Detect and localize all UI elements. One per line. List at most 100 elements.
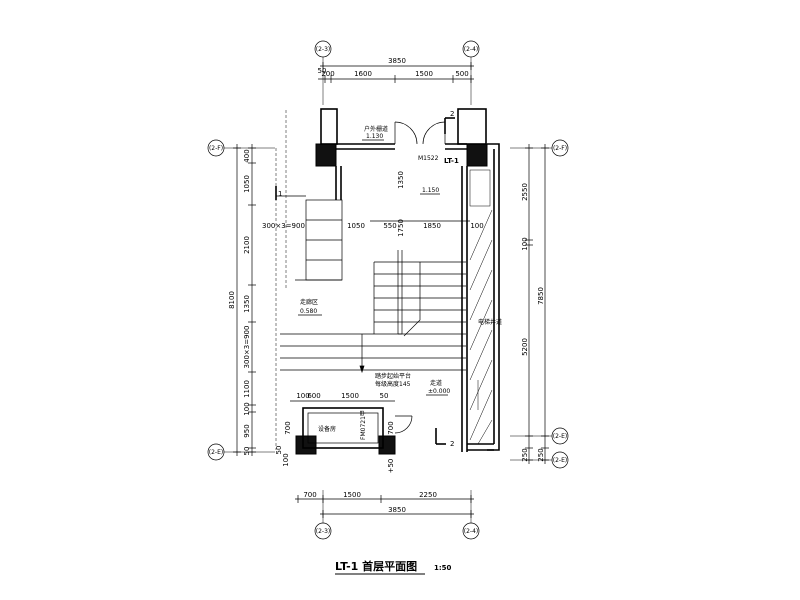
drawing-title: LT-1 首层平面图	[335, 559, 417, 573]
dim-rm-100b: 100	[282, 453, 290, 466]
svg-text:(2-E): (2-E)	[209, 449, 223, 456]
column-top-right	[466, 143, 488, 167]
svg-text:(2-4): (2-4)	[464, 528, 478, 535]
guide-lines	[275, 110, 287, 450]
section-marker-bottom	[435, 428, 446, 445]
dim-bot-700: 700	[303, 491, 316, 499]
svg-text:(2-4): (2-4)	[464, 46, 478, 53]
axis-bubble-right-bottom: (2-E)	[551, 451, 569, 469]
door-top[interactable]	[394, 121, 446, 145]
elevator-shaft-hatch	[469, 169, 493, 445]
svg-text:(2-E): (2-E)	[553, 457, 567, 464]
dim-in-1850: 1850	[423, 222, 441, 230]
label-corridor: 走廊区	[300, 298, 318, 306]
dim-bot-1500: 1500	[343, 491, 361, 499]
dim-rm-50b: +50	[387, 459, 395, 474]
section-label-bottom: 2	[450, 440, 454, 448]
dim-in-1750: 1750	[397, 219, 405, 237]
label-door-code: FM0721甲	[360, 410, 367, 440]
label-outdoor-elev: 1.130	[366, 133, 383, 140]
dim-rm-50c: 50	[275, 446, 283, 455]
label-shaft: 电梯井道	[478, 318, 502, 326]
label-stair-note1: 踏步起始平台	[375, 372, 411, 380]
dim-in-1350: 1350	[397, 171, 405, 189]
dim-left-900: 300×3=900	[243, 326, 251, 369]
dim-right-250a: 250	[521, 448, 529, 461]
bottom-dimension-lines	[295, 495, 474, 518]
column-bottom-left	[295, 435, 317, 455]
dim-top-1500: 1500	[415, 70, 433, 78]
dim-top-total: 3850	[388, 57, 406, 65]
dim-bot-2250: 2250	[419, 491, 437, 499]
svg-text:(2-3): (2-3)	[316, 528, 330, 535]
dim-right-7850: 7850	[537, 287, 545, 305]
dim-rm-600: 600	[307, 392, 320, 400]
dim-right-100: 100	[521, 237, 529, 250]
column-bottom-mid	[378, 435, 396, 455]
right-dimension-lines	[525, 144, 549, 464]
equipment-room	[302, 407, 384, 449]
axis-bubble-right-mid: (2-E)	[551, 427, 569, 445]
dim-left-1100: 1100	[243, 380, 251, 398]
section-label-top: 2	[450, 110, 454, 118]
svg-text:(2-E): (2-E)	[553, 433, 567, 440]
dim-left-2100: 2100	[243, 236, 251, 254]
dim-in-550: 550	[383, 222, 396, 230]
svg-text:(2-3): (2-3)	[316, 46, 330, 53]
svg-text:(2-F): (2-F)	[209, 145, 223, 152]
dim-rm-1500: 1500	[341, 392, 359, 400]
dim-right-5200: 5200	[521, 338, 529, 356]
left-dimension-lines	[233, 144, 256, 456]
dim-left-400: 400	[243, 149, 251, 162]
axis-bubble-top-right: (2-4)	[462, 40, 480, 58]
top-dimension-lines	[318, 62, 474, 83]
door-equipment[interactable]	[394, 415, 413, 434]
axis-bubble-left-top: (2-F)	[207, 139, 225, 157]
drawing-scale: 1:50	[434, 564, 452, 572]
dim-top-200: 200	[321, 70, 334, 78]
wall-pier-top	[320, 108, 338, 145]
dim-in-1050: 1050	[347, 222, 365, 230]
label-corridor-elev: 0.580	[300, 308, 317, 315]
label-landing: 1.150	[422, 187, 439, 194]
label-stair-note2: 每级高度145	[375, 380, 411, 388]
dim-left-50: 50	[243, 447, 251, 456]
dim-rm-100: 100	[296, 392, 309, 400]
dim-rm-700a: 700	[284, 421, 292, 434]
axis-bubble-left-bottom: (2-E)	[207, 443, 225, 461]
dim-left-total: 8100	[228, 291, 236, 309]
dim-left-1050: 1050	[243, 175, 251, 193]
dim-rm-50: 50	[380, 392, 389, 400]
dim-top-500: 500	[455, 70, 468, 78]
label-hall-elev: ±0.000	[428, 388, 450, 395]
axis-bubble-bottom-left: (2-3)	[314, 522, 332, 540]
axis-bubble-top-left: (2-3)	[314, 40, 332, 58]
dim-in-100: 100	[470, 222, 483, 230]
axis-bubble-right-top: (2-F)	[551, 139, 569, 157]
stair-main	[280, 250, 466, 374]
svg-text:(2-F): (2-F)	[553, 145, 567, 152]
dim-left-1350: 1350	[243, 295, 251, 313]
stair-upper-left	[276, 195, 343, 281]
label-hall: 走道	[430, 379, 442, 387]
column-top-left	[315, 143, 337, 167]
section-marker-top	[444, 117, 455, 134]
label-equipment: 设备房	[318, 425, 336, 433]
label-lift: LT-1	[444, 157, 459, 165]
wall-pier-top-right	[457, 108, 487, 145]
dim-right-2550: 2550	[521, 183, 529, 201]
dim-right-250b: 250	[537, 448, 545, 461]
axis-bubble-bottom-right: (2-4)	[462, 522, 480, 540]
section-label-left: 1	[278, 190, 282, 198]
walls	[295, 108, 500, 455]
dim-top-1600: 1600	[354, 70, 372, 78]
dim-left-100: 100	[243, 402, 251, 415]
dim-rm-700b: 700	[387, 421, 395, 434]
dim-left-950: 950	[243, 424, 251, 437]
label-outdoor: 户外栅道	[364, 125, 388, 133]
dim-top-50: 50	[318, 67, 327, 75]
dim-bot-total: 3850	[388, 506, 406, 514]
dim-in-300x3: 300×3=900	[262, 222, 305, 230]
label-lift-small: M1522	[418, 155, 439, 162]
